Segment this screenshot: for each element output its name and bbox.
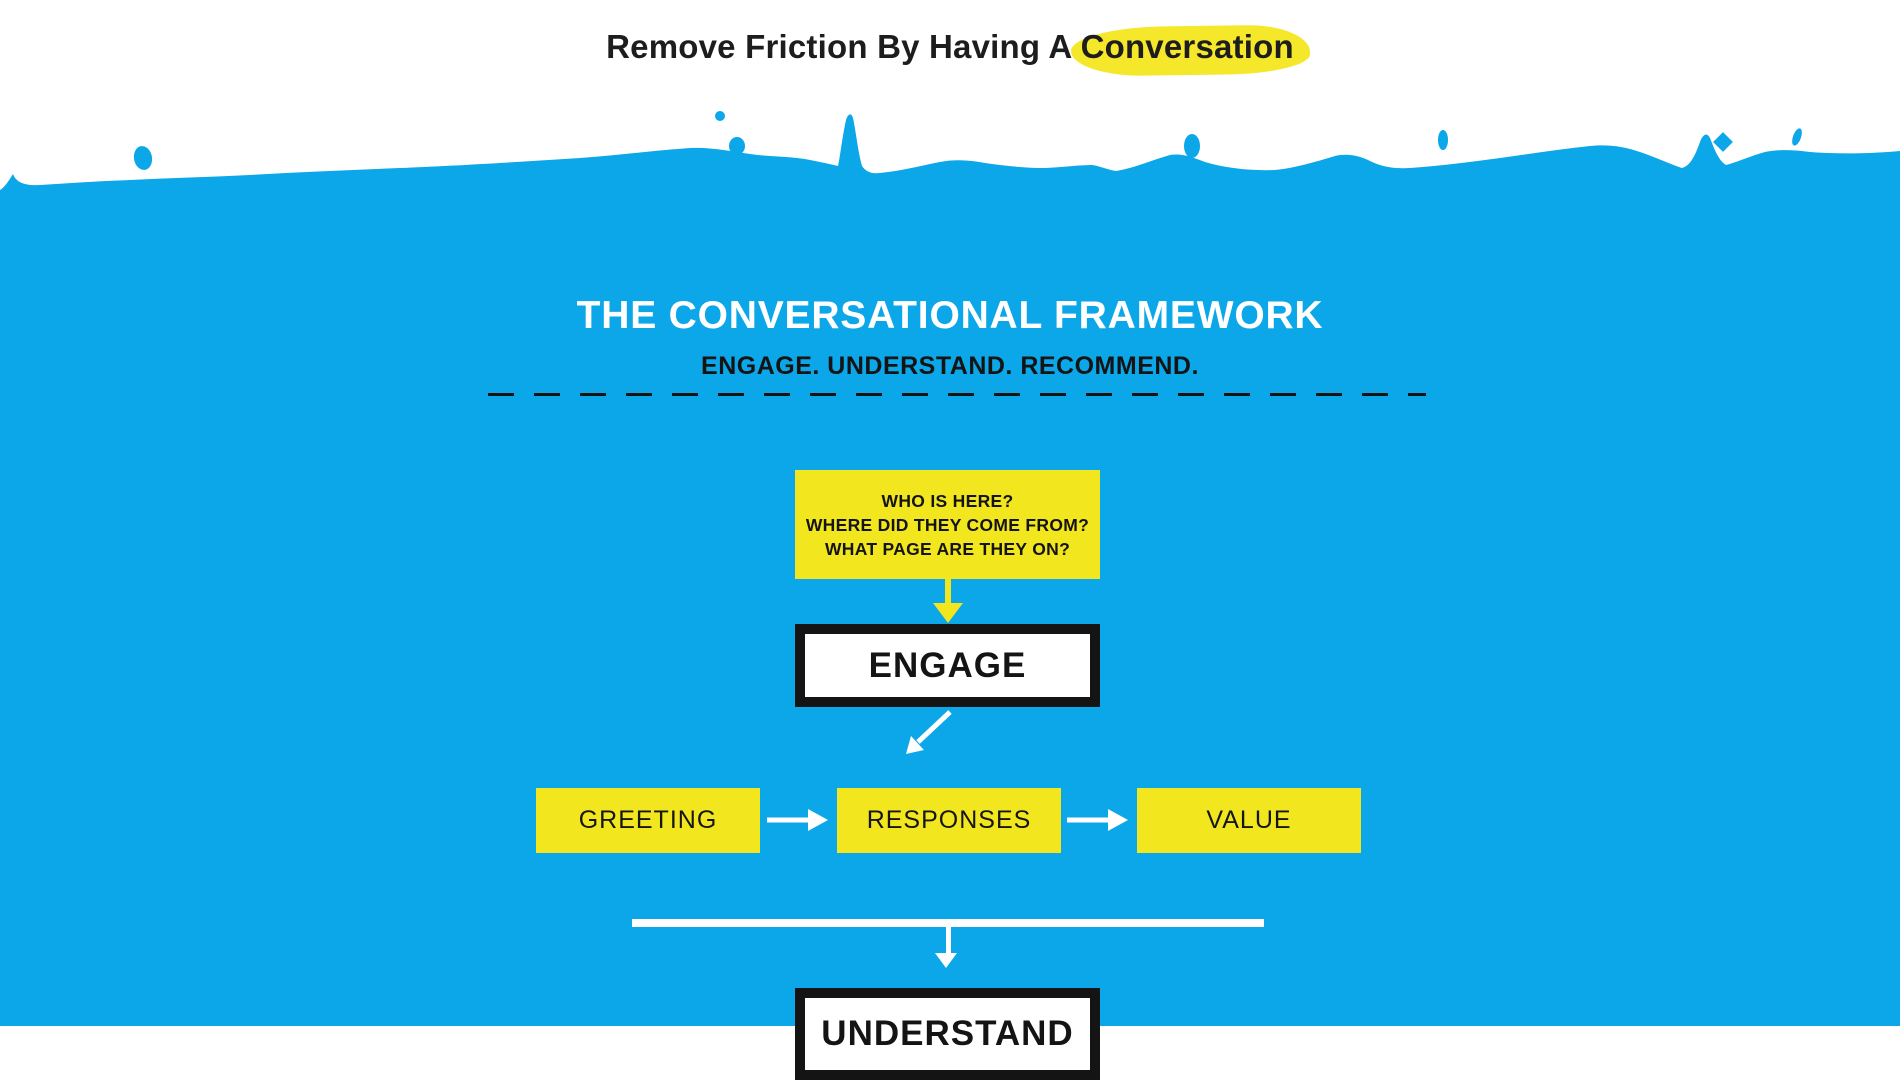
understand-box: UNDERSTAND [795,988,1100,1080]
step-label: GREETING [578,806,718,834]
question-box: WHO IS HERE? WHERE DID THEY COME FROM? W… [795,470,1100,579]
engage-box: ENGAGE [795,624,1100,707]
right-arrow-icon [1067,809,1128,831]
question-line: WHAT PAGE ARE THEY ON? [824,538,1071,559]
diagonal-arrow-icon [906,710,952,754]
right-arrow-icon [767,809,828,831]
page-title-text: Remove Friction By Having A [606,28,1081,65]
down-arrow-yellow-icon [933,603,963,623]
page-title: Remove Friction By Having A Conversation [0,28,1900,66]
down-arrow-yellow-icon [945,579,951,605]
engage-label: ENGAGE [868,645,1027,685]
step-box-greeting: GREETING [536,788,760,853]
page: Remove Friction By Having A Conversation… [0,0,1900,1026]
question-line: WHO IS HERE? [881,490,1014,511]
connector-line [632,919,1264,927]
framework-subtitle: ENGAGE. UNDERSTAND. RECOMMEND. [701,352,1199,380]
down-arrow-white-icon [946,926,951,955]
page-title-highlight: Conversation [1080,28,1294,65]
framework-title: THE CONVERSATIONAL FRAMEWORK [576,294,1324,337]
step-label: VALUE [1206,806,1292,834]
down-arrow-white-icon [935,953,957,968]
understand-label: UNDERSTAND [821,1014,1074,1053]
step-label: RESPONSES [866,806,1032,834]
question-line: WHERE DID THEY COME FROM? [805,514,1090,535]
paint-wave-graphic [0,111,1900,200]
step-box-responses: RESPONSES [837,788,1061,853]
dashed-divider [488,393,1426,396]
step-box-value: VALUE [1137,788,1361,853]
